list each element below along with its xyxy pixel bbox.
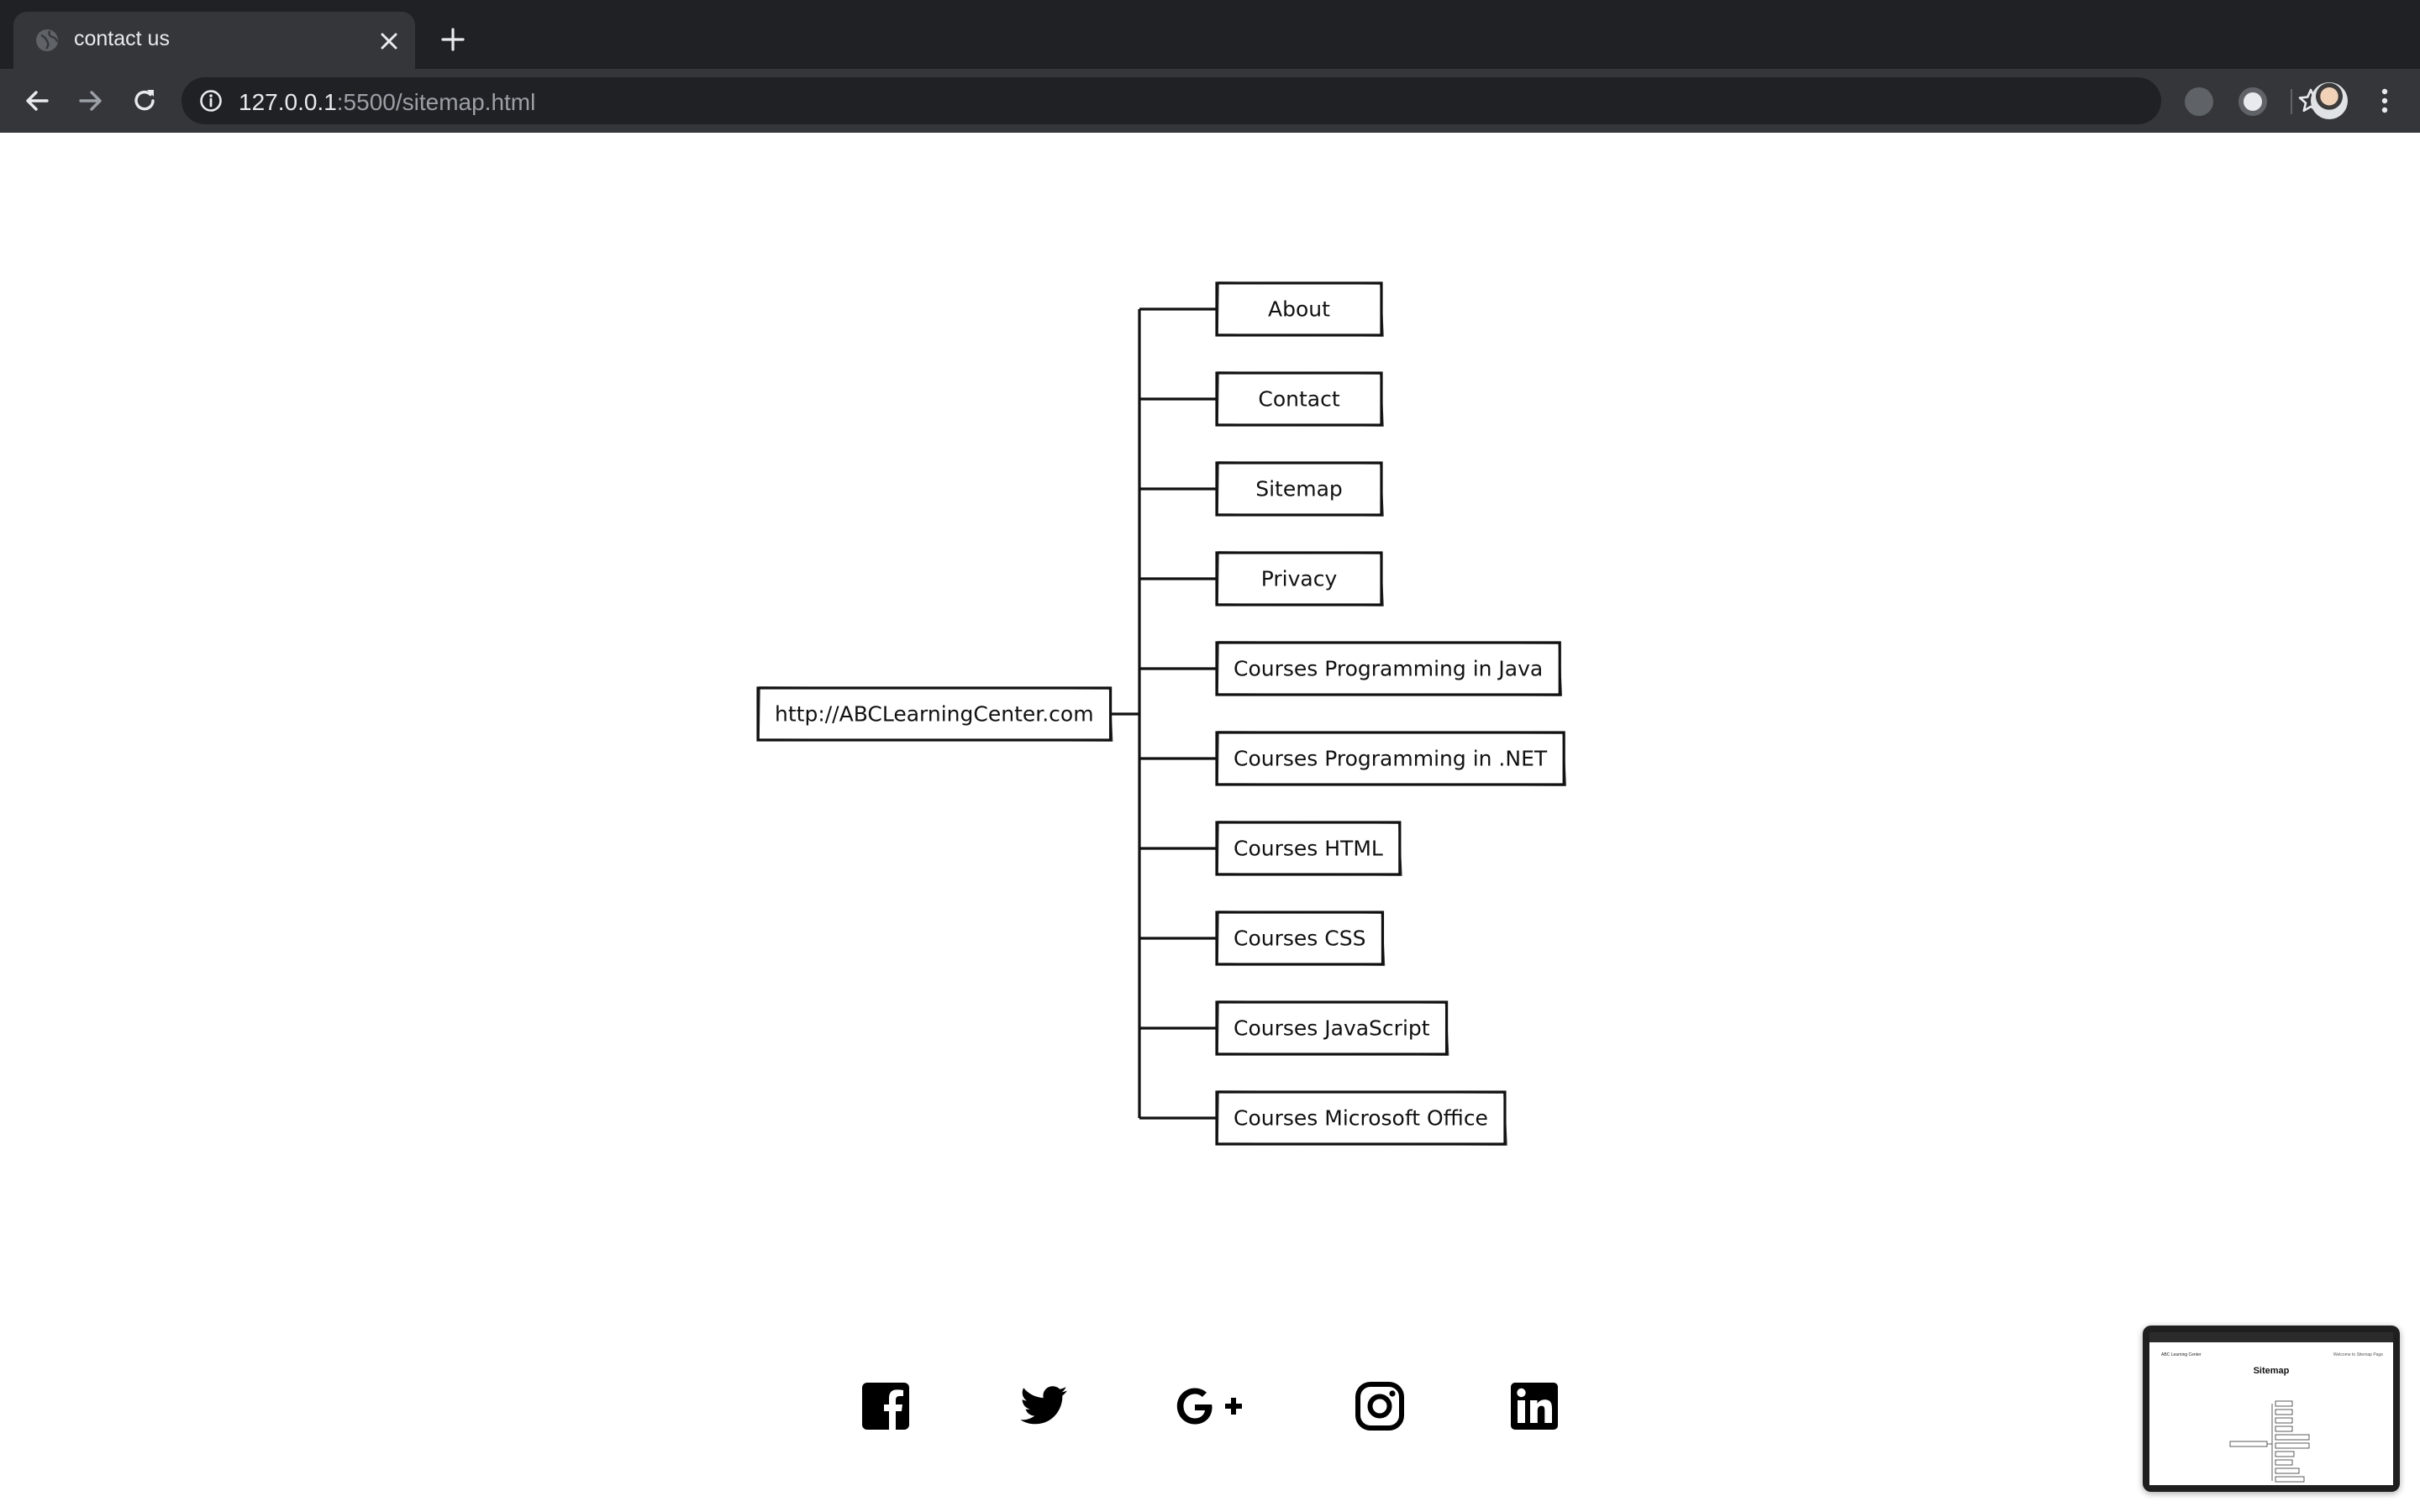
reload-icon[interactable] xyxy=(129,86,160,116)
page-preview-thumbnail[interactable]: ABC Learning Center Welcome to Sitemap P… xyxy=(2143,1326,2400,1492)
info-icon[interactable] xyxy=(198,88,224,113)
address-bar[interactable]: 127.0.0.1:5500/sitemap.html xyxy=(182,77,2323,124)
node-label: Courses Programming in Java xyxy=(1234,657,1543,681)
new-tab-icon[interactable] xyxy=(439,25,467,54)
node-label: Privacy xyxy=(1261,567,1338,591)
globe-icon xyxy=(36,29,59,51)
node-label: Courses JavaScript xyxy=(1234,1016,1430,1041)
node-label: Courses HTML xyxy=(1234,837,1383,861)
node-label: http://ABCLearningCenter.com xyxy=(775,702,1094,727)
sitemap-child-node: Courses CSS xyxy=(1215,911,1386,966)
node-label: Courses CSS xyxy=(1234,927,1365,951)
toolbar-divider xyxy=(2291,89,2292,114)
back-icon[interactable] xyxy=(22,86,52,116)
browser-toolbar: 127.0.0.1:5500/sitemap.html xyxy=(0,69,2420,134)
preview-chrome xyxy=(2149,1332,2393,1342)
sitemap-child-node: Contact xyxy=(1215,371,1384,427)
twitter-icon[interactable] xyxy=(1017,1379,1071,1433)
node-label: Contact xyxy=(1258,387,1339,412)
google-plus-icon[interactable] xyxy=(1175,1379,1249,1433)
tab-title: contact us xyxy=(74,27,170,50)
preview-sitemap xyxy=(2229,1400,2310,1483)
node-label: Sitemap xyxy=(1255,477,1343,501)
extension-icon[interactable] xyxy=(2185,87,2213,116)
sitemap-diagram: http://ABCLearningCenter.com AboutContact… xyxy=(756,281,1566,1146)
facebook-icon[interactable] xyxy=(859,1379,913,1433)
more-menu-icon[interactable] xyxy=(2371,86,2398,116)
url-host: 127.0.0.1 xyxy=(239,89,337,115)
sitemap-child-node: Privacy xyxy=(1215,551,1384,606)
profile-avatar[interactable] xyxy=(2311,82,2348,119)
sitemap-child-node: Sitemap xyxy=(1215,461,1384,517)
sitemap-child-node: Courses Programming in .NET xyxy=(1215,731,1566,786)
sitemap-child-node: Courses JavaScript xyxy=(1215,1000,1449,1056)
sitemap-child-node: Courses HTML xyxy=(1215,821,1402,876)
sitemap-child-node: Courses Programming in Java xyxy=(1215,641,1563,696)
extension-icon[interactable] xyxy=(2238,87,2267,116)
sitemap-child-node: About xyxy=(1215,281,1384,337)
sitemap-child-node: Courses Microsoft Office xyxy=(1215,1090,1507,1146)
preview-screen: ABC Learning Center Welcome to Sitemap P… xyxy=(2149,1332,2393,1485)
instagram-icon[interactable] xyxy=(1353,1379,1407,1433)
preview-header-left: ABC Learning Center xyxy=(2161,1352,2202,1357)
browser-tab[interactable]: contact us xyxy=(13,12,415,69)
url-text: 127.0.0.1:5500/sitemap.html xyxy=(239,89,535,116)
url-path: :5500/sitemap.html xyxy=(336,89,536,115)
node-label: Courses Programming in .NET xyxy=(1234,747,1548,771)
preview-title: Sitemap xyxy=(2253,1366,2290,1376)
sitemap-root-node: http://ABCLearningCenter.com xyxy=(756,686,1113,742)
node-label: About xyxy=(1268,297,1330,322)
linkedin-icon[interactable] xyxy=(1507,1379,1561,1433)
browser-tabstrip: contact us xyxy=(0,0,2420,69)
forward-icon[interactable] xyxy=(76,86,106,116)
close-icon[interactable] xyxy=(376,29,402,54)
node-label: Courses Microsoft Office xyxy=(1234,1106,1488,1131)
preview-header-right: Welcome to Sitemap Page xyxy=(2333,1352,2383,1357)
